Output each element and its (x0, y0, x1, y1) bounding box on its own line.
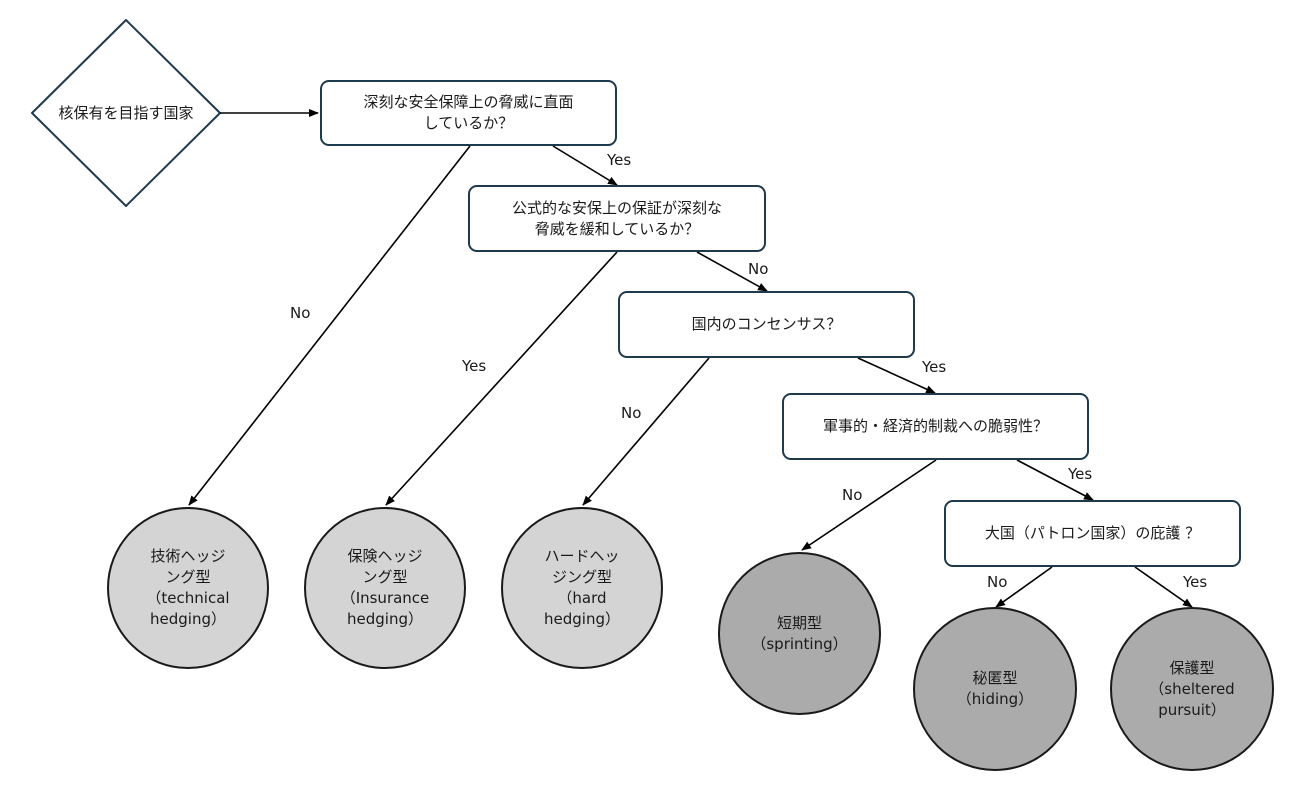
question-sanction-vulnerability: 軍事的・経済的制裁への脆弱性？ (782, 393, 1089, 460)
edge-label-q5-no: No (987, 573, 1008, 591)
edge-label-q4-yes: Yes (1068, 465, 1093, 483)
outcome-technical-hedging: 技術ヘッジ ング型 （technical hedging） (107, 507, 269, 669)
outcome-insurance-hedging: 保険ヘッジ ング型 （Insurance hedging） (304, 507, 466, 669)
edge-q5-no-hiding (995, 566, 1053, 608)
edge-label-q1-no: No (290, 304, 311, 322)
edge-q4-yes-q5 (1016, 459, 1094, 501)
question-security-threat: 深刻な安全保障上の脅威に直面 しているか？ (320, 80, 617, 146)
edge-label-q5-yes: Yes (1183, 573, 1208, 591)
start-diamond (31, 19, 221, 207)
start-node-label: 核保有を目指す国家 (58, 104, 194, 122)
edge-label-q4-no: No (842, 486, 863, 504)
edge-label-q2-yes: Yes (462, 357, 487, 375)
edge-q3-yes-q4 (857, 357, 936, 394)
edge-q1-yes-q2 (552, 145, 618, 186)
question-domestic-consensus: 国内のコンセンサス？ (618, 291, 915, 358)
edge-label-q3-yes: Yes (922, 358, 947, 376)
outcome-hiding: 秘匿型 （hiding） (913, 607, 1077, 771)
edge-q2-no-q3 (696, 251, 768, 292)
question-formal-security-guarantee: 公式的な安保上の保証が深刻な 脅威を緩和しているか？ (468, 185, 766, 252)
edge-q2-yes-insurance (385, 251, 618, 506)
question-great-power-protection: 大国（パトロン国家）の庇護 ？ (944, 500, 1241, 567)
outcome-sprinting: 短期型 （sprinting） (718, 552, 881, 715)
edge-q4-no-sprinting (801, 459, 937, 551)
outcome-hard-hedging: ハードヘッ ジング型 （hard hedging） (501, 507, 663, 669)
outcome-sheltered-pursuit: 保護型 （sheltered pursuit） (1110, 607, 1274, 771)
edge-q3-no-hard (582, 357, 710, 506)
edge-label-q1-yes: Yes (607, 151, 632, 169)
edge-q5-yes-sheltered (1134, 566, 1193, 608)
edge-q1-no-technical (188, 145, 471, 506)
edge-label-q3-no: No (621, 404, 642, 422)
edge-label-q2-no: No (748, 260, 769, 278)
